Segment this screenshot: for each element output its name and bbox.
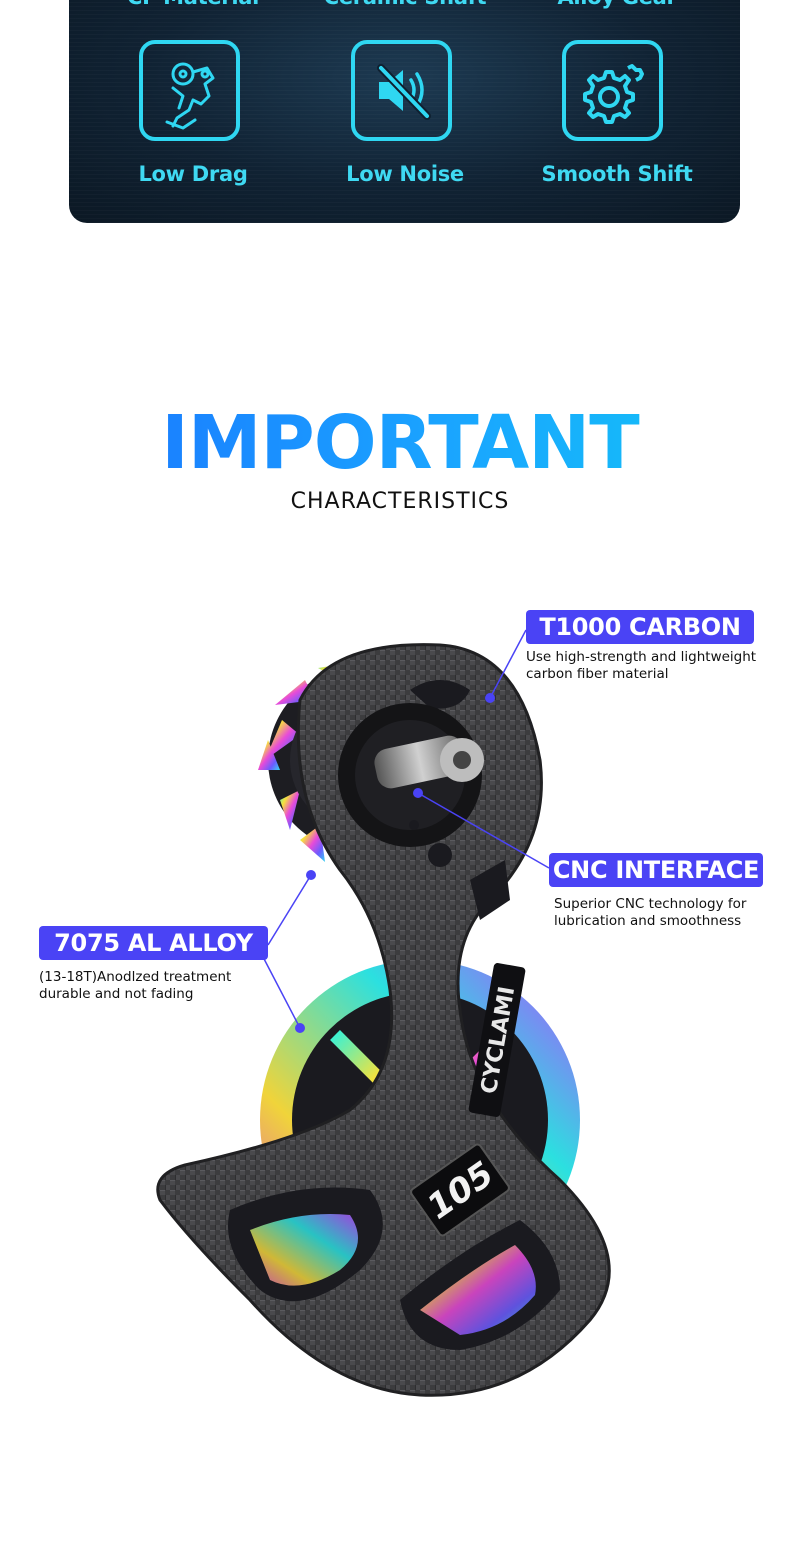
callout-desc-alloy-line2: durable and not fading (39, 986, 194, 1002)
page-title: IMPORTANT (0, 400, 800, 486)
callout-desc-alloy-line1: (13-18T)Anodlzed treatment (39, 969, 232, 985)
callout-desc-alloy: (13-18T)Anodlzed treatment durable and n… (39, 969, 231, 1003)
feature-label-smooth-shift: Smooth Shift (541, 162, 693, 186)
gear-icon (562, 40, 663, 141)
page-subtitle: CHARACTERISTICS (290, 489, 510, 514)
callout-desc-cnc-line1: Superior CNC technology for (554, 896, 747, 912)
pulley-cage-image: CYCLAMI 105 (156, 629, 611, 1397)
feature-label-cf-material: CF Material (83, 0, 303, 9)
callout-desc-carbon: Use high-strength and lightweight carbon… (526, 649, 756, 683)
callout-desc-carbon-line1: Use high-strength and lightweight (526, 649, 757, 665)
derailleur-icon (139, 40, 240, 141)
callout-tag-cnc: CNC INTERFACE (549, 853, 763, 887)
feature-label-low-drag: Low Drag (138, 162, 248, 186)
callout-tag-alloy: 7075 AL ALLOY (39, 926, 268, 960)
callout-tag-carbon: T1000 CARBON (526, 610, 754, 644)
callout-desc-carbon-line2: carbon fiber material (526, 666, 669, 682)
feature-label-ceramic-shaft: Ceramic Shaft (295, 0, 515, 9)
callout-desc-cnc-line2: lubrication and smoothness (554, 913, 742, 929)
callout-desc-cnc: Superior CNC technology for lubrication … (554, 896, 746, 930)
feature-panel: CF Material Ceramic Shaft Alloy Gear (69, 0, 740, 223)
feature-label-low-noise: Low Noise (346, 162, 464, 186)
feature-label-alloy-gear: Alloy Gear (507, 0, 727, 9)
ceramic-shaft (374, 735, 484, 789)
mute-icon (351, 40, 452, 141)
